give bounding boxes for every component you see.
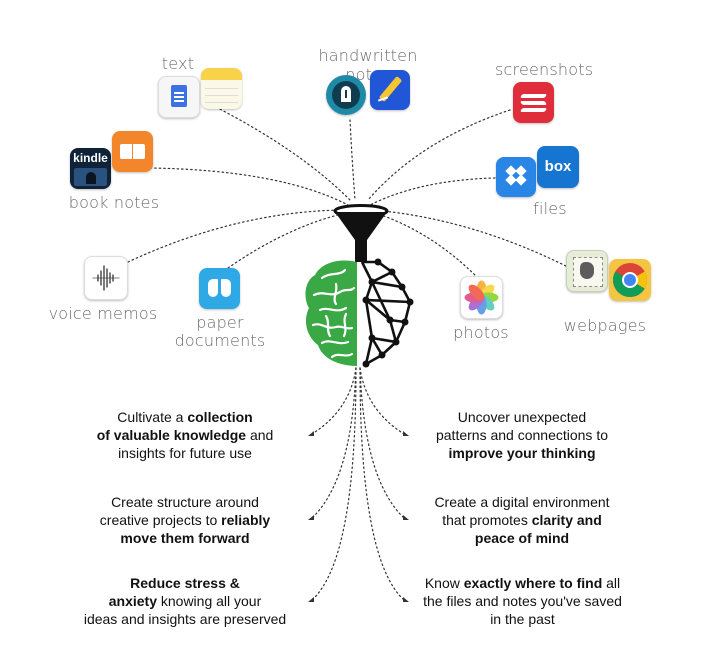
outcome-text-run: move them forward [120, 530, 250, 546]
kindle-icon: kindle [70, 148, 111, 189]
chrome-browser-icon [609, 259, 651, 301]
connector-photos [371, 211, 479, 279]
outcome-text-run: insights for future use [118, 445, 252, 461]
outcome-right-1: Uncover unexpected patterns and connectio… [412, 408, 632, 462]
connector-voice [127, 209, 349, 263]
paper-documents-line-2: documents [174, 331, 266, 350]
scanner-app-butterfly-icon [199, 268, 240, 309]
box-wordmark: box [544, 158, 572, 175]
outcome-text-run: Uncover unexpected [457, 409, 587, 425]
outcome-text-run: exactly where to find [463, 575, 603, 591]
source-label-photos: photos [453, 323, 509, 342]
brain-network-nodes [362, 258, 414, 368]
voice-memos-waveform-icon [84, 256, 128, 300]
outcome-text-run: creative projects to [99, 512, 222, 528]
input-connectors [127, 104, 571, 279]
paper-documents-line-1: paper [196, 313, 244, 332]
screenshot-app-icon [513, 82, 554, 123]
google-docs-icon [158, 76, 200, 118]
outcome-text-run: Create a digital environment [434, 494, 610, 510]
outcome-text-run: reliably [221, 512, 271, 528]
outcome-text-run: Know [424, 575, 464, 591]
connector-webpages [371, 209, 571, 269]
outcome-text-run: collection [187, 409, 253, 425]
outcome-text-run: that promotes [442, 512, 532, 528]
outcome-text-run: and [246, 427, 274, 443]
brain-left-green-icon [305, 260, 357, 366]
arrowhead-left-2 [308, 515, 314, 520]
outcome-text-run: Create structure around [111, 494, 259, 510]
kindle-wordmark: kindle [73, 151, 108, 165]
outcome-text-run: clarity and [531, 512, 602, 528]
out-line-right-3 [359, 367, 405, 601]
arrowhead-left-1 [308, 431, 314, 436]
outcome-text-run: of valuable knowledge [96, 427, 247, 443]
arrowhead-right-3 [403, 597, 409, 602]
source-label-voice-memos: voice memos [48, 304, 158, 323]
arrowhead-right-2 [403, 515, 409, 520]
outcome-text-run: knowing all your [156, 593, 262, 609]
outcome-text-run: patterns and connections to [435, 427, 608, 443]
source-label-text: text [161, 54, 195, 73]
source-label-files: files [533, 199, 567, 218]
dropbox-icon [496, 157, 536, 197]
source-label-handwritten-notes: handwritten notes [318, 46, 418, 84]
outcome-text-run: improve your thinking [448, 445, 596, 461]
outcome-left-2: Create structure around creative projects… [70, 493, 300, 547]
evernote-clipper-icon [566, 250, 608, 292]
out-line-left-1 [311, 367, 357, 435]
outcome-text-run: Cultivate a [117, 409, 188, 425]
out-line-right-2 [359, 367, 405, 519]
brain-right-network-icon [360, 260, 412, 366]
outcome-left-3: Reduce stress & anxiety knowing all your i… [60, 574, 310, 628]
outcome-text-run: in the past [490, 611, 555, 627]
out-line-left-2 [311, 367, 357, 519]
connector-handwritten [349, 119, 356, 201]
out-line-left-3 [311, 367, 357, 601]
outcome-text-run: Reduce stress & [130, 575, 240, 591]
funnel-icon [333, 204, 389, 262]
arrowhead-right-1 [403, 431, 409, 436]
notability-pencil-icon [370, 70, 410, 110]
outcome-text-run: ideas and insights are preserved [83, 611, 287, 627]
output-connectors [311, 367, 405, 601]
connector-text [211, 104, 351, 201]
connector-screenshots [367, 109, 511, 201]
connector-paper [227, 211, 351, 269]
arrowhead-left-3 [308, 597, 314, 602]
apple-books-icon [112, 131, 153, 172]
outcome-right-3: Know exactly where to find all the files … [405, 574, 640, 628]
source-label-webpages: webpages [563, 316, 647, 335]
pen-nib-app-icon [326, 75, 366, 115]
outcome-text-run: the files and notes you've saved [423, 593, 622, 609]
source-label-screenshots: screenshots [495, 60, 594, 79]
box-icon: box [537, 146, 579, 188]
outcome-right-2: Create a digital environment that promote… [412, 493, 632, 547]
photos-flower-icon [460, 276, 503, 319]
outcome-text-run: anxiety [108, 593, 157, 609]
output-arrowheads [308, 431, 409, 602]
apple-notes-icon [201, 68, 242, 109]
outcome-left-1: Cultivate a collection of valuable knowle… [70, 408, 300, 462]
out-line-right-1 [359, 367, 405, 435]
source-label-paper-documents: paper documents [170, 314, 270, 350]
connector-files [369, 177, 496, 206]
outcome-text-run: all [602, 575, 621, 591]
connector-booknotes [149, 167, 349, 206]
outcome-text-run: peace of mind [474, 530, 570, 546]
source-label-book-notes: book notes [68, 193, 160, 212]
